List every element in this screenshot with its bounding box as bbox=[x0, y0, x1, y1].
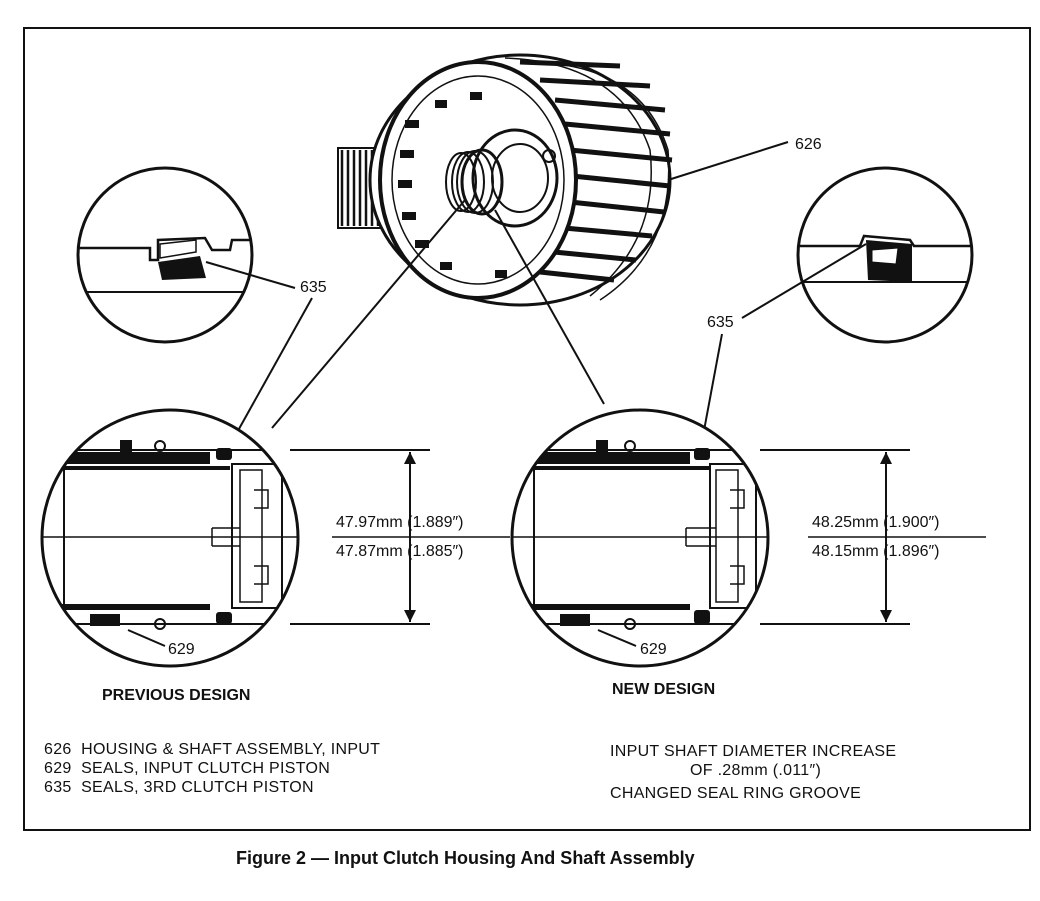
legend-item-629: 629 SEALS, INPUT CLUTCH PISTON bbox=[44, 760, 330, 777]
parts-legend: 626 HOUSING & SHAFT ASSEMBLY, INPUT 629 … bbox=[44, 741, 380, 796]
front-face-slots bbox=[398, 92, 507, 278]
leader-629-left bbox=[127, 629, 166, 647]
note-line-3: CHANGED SEAL RING GROOVE bbox=[610, 785, 861, 802]
callout-635-right: 635 bbox=[707, 314, 734, 331]
leader-635-left-small bbox=[205, 261, 296, 289]
leader-635-left-big bbox=[224, 297, 313, 455]
previous-dim-top: 47.97mm (1.889″) bbox=[336, 514, 464, 531]
new-dim-top: 48.25mm (1.900″) bbox=[812, 514, 940, 531]
callout-635-left: 635 bbox=[300, 279, 327, 296]
leader-626 bbox=[667, 141, 789, 181]
callout-629-right: 629 bbox=[640, 641, 667, 658]
previous-dim-bottom: 47.87mm (1.885″) bbox=[336, 543, 464, 560]
legend-item-626: 626 HOUSING & SHAFT ASSEMBLY, INPUT bbox=[44, 741, 380, 758]
input-clutch-housing-illustration bbox=[337, 53, 673, 307]
leader-635-right-small bbox=[741, 243, 867, 319]
previous-seal-detail bbox=[76, 166, 254, 344]
new-design-title: NEW DESIGN bbox=[612, 681, 715, 698]
zoom-line-right bbox=[494, 209, 605, 405]
leader-629-right bbox=[597, 629, 637, 647]
new-seal-detail bbox=[796, 166, 974, 344]
note-line-2: OF .28mm (.011″) bbox=[690, 762, 821, 779]
zoom-line-left bbox=[271, 199, 466, 429]
previous-design-section bbox=[40, 408, 510, 668]
shaft-seal-rings bbox=[445, 148, 504, 216]
drum-ribs bbox=[519, 59, 673, 283]
note-line-1: INPUT SHAFT DIAMETER INCREASE bbox=[610, 743, 896, 760]
figure-frame bbox=[23, 27, 1031, 831]
legend-item-635: 635 SEALS, 3RD CLUTCH PISTON bbox=[44, 779, 314, 796]
figure-caption: Figure 2 — Input Clutch Housing And Shaf… bbox=[236, 848, 695, 868]
new-design-section bbox=[510, 408, 986, 668]
previous-design-title: PREVIOUS DESIGN bbox=[102, 687, 250, 704]
change-notes: INPUT SHAFT DIAMETER INCREASE OF .28mm (… bbox=[610, 743, 896, 802]
callout-626: 626 bbox=[795, 136, 822, 153]
callout-629-left: 629 bbox=[168, 641, 195, 658]
new-dim-bottom: 48.15mm (1.896″) bbox=[812, 543, 940, 560]
